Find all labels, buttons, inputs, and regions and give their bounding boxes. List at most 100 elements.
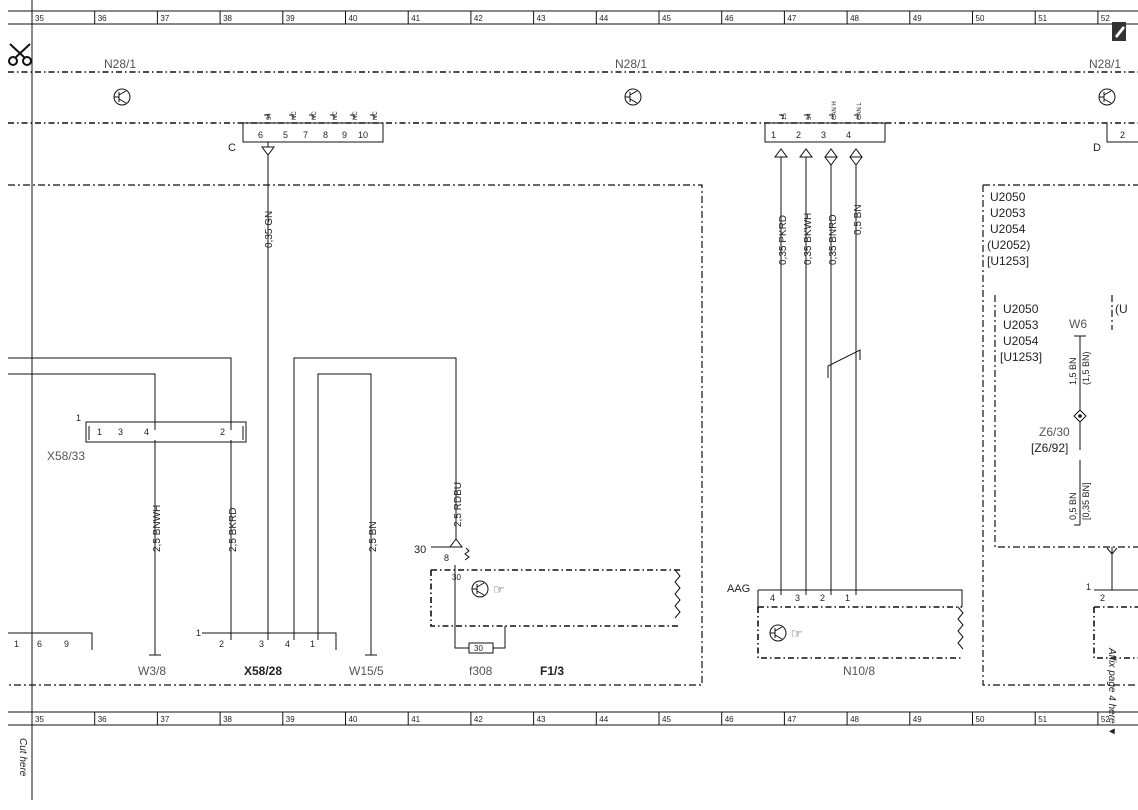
pin-label: 4 [285,639,290,649]
pin-function: NC [292,111,298,120]
frame-right-inner [994,295,1138,548]
ruler-number: 46 [725,14,734,23]
code-item: U2053 [1003,318,1039,332]
ruler-number: 37 [160,715,169,724]
connector-x58-28: 1 2 3 4 1 X58/28 [196,628,337,678]
pin-function: NC [333,111,339,120]
ruler-number: 49 [913,14,922,23]
pin-label: 3 [821,130,826,140]
n28-label-right: N28/1 [1089,57,1121,71]
ruler-number: 35 [35,14,44,23]
pin-label: 7 [303,130,308,140]
ruler-number: 41 [411,715,420,724]
splice-icon [1073,409,1087,423]
ruler-number: 50 [976,14,985,23]
ruler-number: 43 [537,715,546,724]
wire-label: 0,5 BN [853,204,864,235]
pin-function: NC [312,111,318,120]
page-corner-icon[interactable] [1112,22,1126,41]
pin-label: 6 [258,130,263,140]
ruler-number: 46 [725,715,734,724]
pin-label: 1 [845,593,850,603]
pin-label: 1 [196,628,201,638]
pin-label: 4 [770,593,775,603]
connector-c2: 1 2 3 4 15 54 CAN H CAN L [764,101,886,143]
code-item: [U1253] [987,254,1029,268]
frame-right [982,185,1138,686]
ruler-number: 52 [1101,14,1110,23]
ruler-number: 47 [787,14,796,23]
ground-w3-label: W3/8 [138,664,166,678]
wire-label: 0,35 BNRD [828,214,839,265]
ruler-number: 41 [411,14,420,23]
ruler-number: 37 [160,14,169,23]
ruler-number: 44 [599,715,608,724]
wire-label: 0,35 PKRD [778,215,789,265]
wire-w6 [1074,335,1086,526]
fuse-box-label: F1/3 [540,664,564,678]
pin-label: 3 [259,639,264,649]
pin-label: 2 [820,593,825,603]
pin-function: 15 [782,113,788,120]
affix-page-text: Affix page 4 here ▼ [1106,647,1117,736]
wire-left-2 [8,373,156,430]
pointing-hand-icon[interactable]: ☞ [493,582,505,597]
scissors-icon[interactable] [8,43,32,66]
ruler-number: 39 [286,715,295,724]
pin-label: 30 [452,573,461,582]
ruler-number: 39 [286,14,295,23]
connector-c: C 6 5 7 8 9 10 54 NC NC NC NC NC [228,111,384,154]
pin-function: CAN L [857,102,863,120]
code-item-cut: (U [1115,302,1128,316]
ruler-number: 49 [913,715,922,724]
fuse-label: f308 [469,664,493,678]
pin-label: 4 [144,427,149,437]
pin-label: 5 [283,130,288,140]
ruler-number: 45 [662,14,671,23]
pin-label: 3 [795,593,800,603]
wire-label: 1,5 BN [1068,357,1078,385]
ruler-number: 38 [223,715,232,724]
connector-d-letter: D [1093,142,1101,154]
pin-label: 1 [771,130,776,140]
ruler-number: 36 [98,715,107,724]
right-connector: 1 2 [1086,547,1138,659]
wire-label: 0,35 BKWH [803,213,814,265]
frame-f13 [8,184,703,686]
code-list-outer: U2050 U2053 U2054 (U2052) [U1253] [987,190,1030,268]
cut-here-text: Cut here [17,738,28,777]
pin-function: 54 [267,113,273,120]
pin-label: 6 [37,639,42,649]
terminal-30: 30 [414,544,426,556]
transistor-icon [1098,88,1116,106]
connector-c-letter: C [228,142,236,154]
ruler-number: 50 [976,715,985,724]
pin-label: 1 [310,639,315,649]
wire-label: 0,35 GN [264,211,275,248]
ground-w15-label: W15/5 [349,664,384,678]
z6-label: Z6/30 [1039,425,1070,439]
wire-left-1 [8,357,232,430]
pin-label: 9 [342,130,347,140]
ruler-number: 38 [223,14,232,23]
connector-x58-33-label: X58/33 [47,449,85,463]
n28-label-left: N28/1 [104,57,136,71]
ruler-number: 51 [1038,14,1047,23]
pin-label: 8 [323,130,328,140]
ruler-number: 43 [537,14,546,23]
pin-label: 4 [846,130,851,140]
code-item: U2054 [990,222,1026,236]
pin-label: 8 [444,553,449,563]
pin-function: CAN H [832,101,838,120]
wire-label: 2,5 BN [368,521,379,552]
pin-label: 2 [1120,130,1125,140]
transistor-icon [113,88,131,106]
wire-rdbu [293,357,457,640]
pin-label: 1 [14,639,19,649]
ruler-number: 42 [474,14,483,23]
pointing-hand-icon[interactable]: ☞ [791,626,803,641]
z6-alt-label: [Z6/92] [1031,441,1068,455]
ruler-number: 48 [850,14,859,23]
